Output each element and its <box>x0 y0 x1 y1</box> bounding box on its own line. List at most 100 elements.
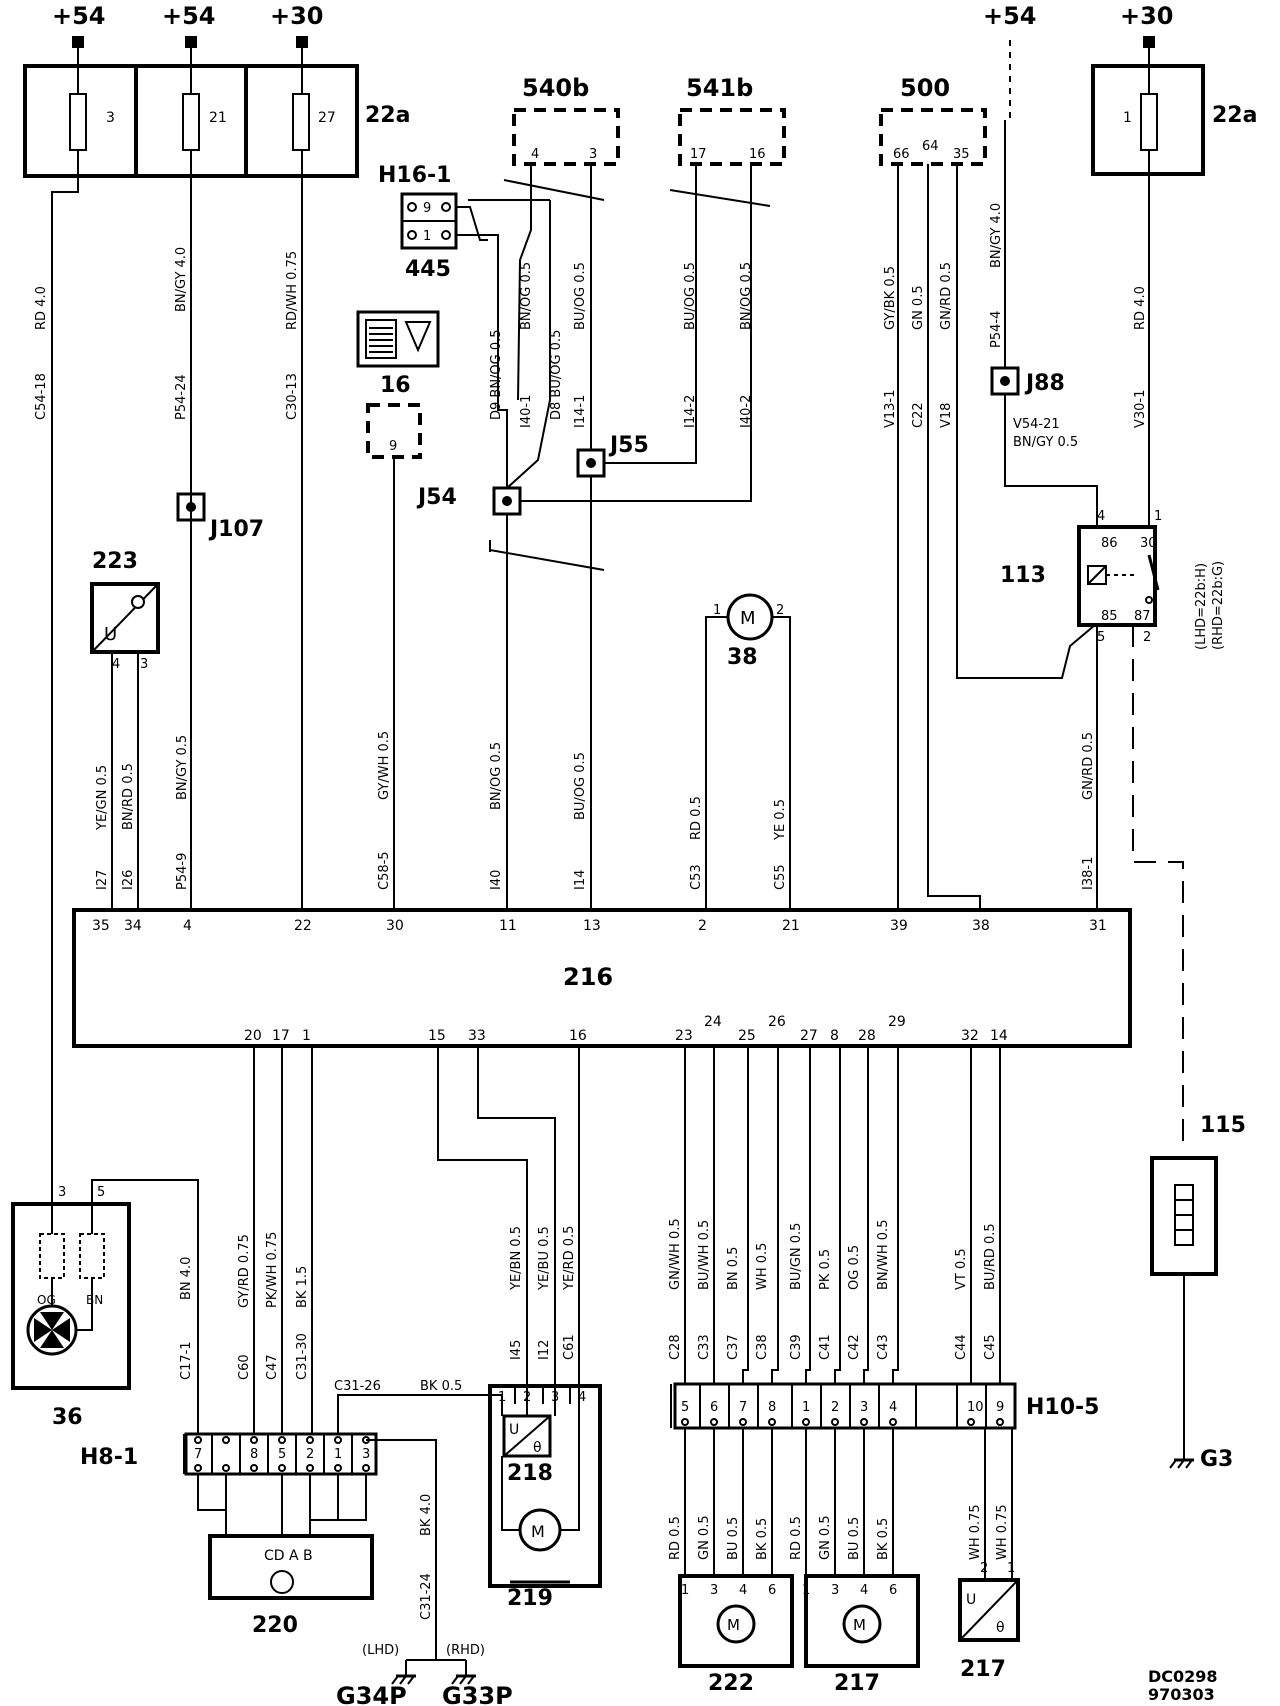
wire-label: P54-4 <box>989 311 1004 348</box>
wire-label: I40 <box>489 870 504 890</box>
wire-label: BN 0.5 <box>726 1247 741 1290</box>
wire-label: PK/WH 0.75 <box>265 1232 280 1308</box>
pins-220: CD A B <box>264 1548 313 1564</box>
pin: 1 <box>423 229 431 244</box>
junction-J55: J55 <box>576 433 649 478</box>
label-H10-5: H10-5 <box>1026 1395 1099 1420</box>
pin: 1 <box>713 603 721 618</box>
label-36: 36 <box>52 1405 83 1430</box>
grounds-G34P-G33P: (LHD) (RHD) G34P G33P <box>336 1474 513 1706</box>
wire-label: BN/OG 0.5 <box>739 262 754 330</box>
pin: 9 <box>996 1400 1004 1415</box>
pin: 30 <box>1140 536 1157 551</box>
pin-216-top: 39 <box>890 918 908 934</box>
label-219: 219 <box>507 1586 553 1611</box>
wire-label: BN/RD 0.5 <box>121 763 136 830</box>
wire-label: GN 0.5 <box>911 285 926 330</box>
wire-label: RD 4.0 <box>1133 286 1148 330</box>
pin: 3 <box>831 1583 839 1598</box>
wire-label: GN/RD 0.5 <box>939 262 954 330</box>
pin: 1 <box>1154 509 1162 524</box>
pin: 17 <box>690 147 707 162</box>
pin-216-bottom: 32 <box>961 1028 979 1044</box>
label-217-text: 217 <box>960 1657 1006 1682</box>
wire-label: C42 <box>847 1334 862 1360</box>
label-16: 16 <box>380 373 411 398</box>
label-500: 500 <box>900 74 950 102</box>
pin: 4 <box>860 1583 868 1598</box>
wire-label: GY/BK 0.5 <box>883 266 898 330</box>
pin-216-bottom: 27 <box>800 1028 818 1044</box>
pin-216-bottom: 14 <box>990 1028 1008 1044</box>
wire-label: BK 0.5 <box>755 1518 770 1560</box>
connector-541b: 541b 17 16 <box>678 74 786 166</box>
pin: 2 <box>831 1400 839 1415</box>
pin-216-top: 38 <box>972 918 990 934</box>
wire-label: GY/WH 0.5 <box>377 731 392 800</box>
wire-label: D9 BN/OG 0.5 <box>489 329 504 420</box>
pin-216-top: 30 <box>386 918 404 934</box>
pin: 3 <box>140 657 148 672</box>
pin-216-top: 21 <box>782 918 800 934</box>
pin-216-bottom: 23 <box>675 1028 693 1044</box>
label-115: 115 <box>1200 1113 1246 1138</box>
fuse-27-number: 27 <box>318 110 336 126</box>
drawing-date: 970303 <box>1148 1685 1215 1704</box>
wire-label: C28 <box>668 1334 683 1360</box>
pin: 2 <box>306 1447 314 1462</box>
wire-label: PK 0.5 <box>818 1249 833 1290</box>
wire-label: BN/OG 0.5 <box>519 262 534 330</box>
wire-label: YE 0.5 <box>773 799 788 841</box>
junction-J107: J107 <box>176 492 264 542</box>
component-220: CD A B 220 <box>208 1534 374 1638</box>
wire-label: BU/OG 0.5 <box>573 752 588 820</box>
pin: 8 <box>250 1447 258 1462</box>
pin-216-bottom: 26 <box>768 1014 786 1030</box>
supply-label: +30 <box>1120 2 1174 30</box>
pin: 87 <box>1134 609 1151 624</box>
wire-label: V54-21 <box>1013 417 1060 432</box>
wire-label: YE/RD 0.5 <box>562 1226 577 1291</box>
label-113: 113 <box>1000 563 1046 588</box>
label-J88: J88 <box>1024 371 1065 396</box>
wire-label: BN/GY 0.5 <box>1013 435 1078 450</box>
wire-label: YE/BN 0.5 <box>509 1226 524 1291</box>
wire-label: C41 <box>818 1334 833 1360</box>
pin: 16 <box>749 147 766 162</box>
wire-label: I45 <box>509 1340 524 1360</box>
label-G33P: G33P <box>442 1682 513 1706</box>
motor-222: M 217 <box>804 1574 920 1696</box>
pin: 5 <box>97 1185 105 1200</box>
label-H16-1: H16-1 <box>378 163 451 188</box>
pin-216-bottom: 17 <box>272 1028 290 1044</box>
pin: 35 <box>953 147 970 162</box>
sensor-theta-glyph: θ <box>996 1620 1005 1636</box>
pin: 66 <box>893 147 910 162</box>
wire-label: C31-26 <box>334 1379 381 1394</box>
motor-glyph: M <box>727 1616 740 1634</box>
label-J54: J54 <box>416 485 457 510</box>
wire-label: C61 <box>562 1334 577 1360</box>
label-22a-left: 22a <box>365 103 410 128</box>
label-216: 216 <box>563 963 613 991</box>
wire-label: I38-1 <box>1081 857 1096 890</box>
wire-label: C31-30 <box>295 1333 310 1380</box>
pin: 10 <box>967 1400 984 1415</box>
connector-540b: 540b 4 3 <box>512 74 620 166</box>
label-G34P: G34P <box>336 1682 407 1706</box>
wire-label: WH 0.5 <box>755 1243 770 1290</box>
wire-label: C30-13 <box>285 373 300 420</box>
wire-label: C22 <box>911 402 926 428</box>
wire-label: C38 <box>755 1334 770 1360</box>
wire-label: C47 <box>265 1354 280 1380</box>
pin-216-bottom: 28 <box>858 1028 876 1044</box>
wire-label: I14-2 <box>683 395 698 428</box>
pin-216-bottom: 20 <box>244 1028 262 1044</box>
component-16: 16 9 <box>356 310 440 459</box>
pin: 4 <box>112 657 120 672</box>
